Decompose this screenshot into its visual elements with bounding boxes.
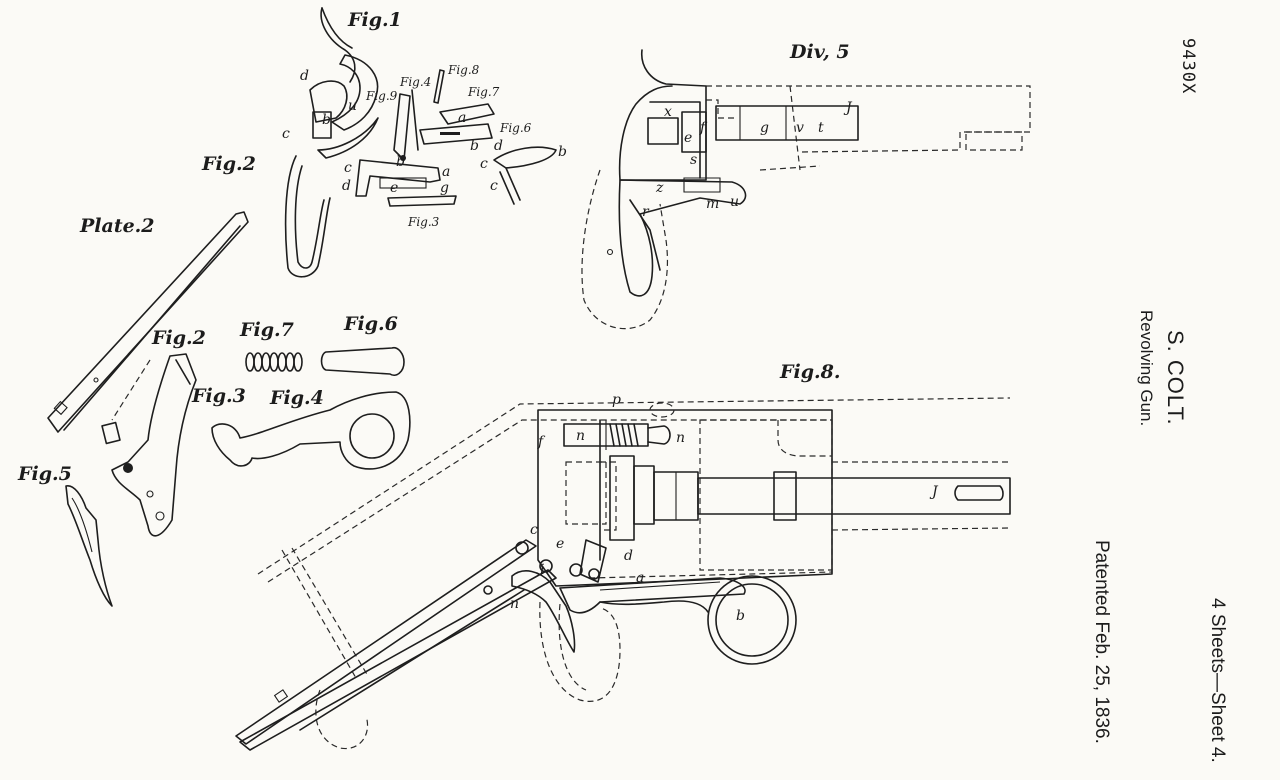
letter-m-div5: m [706,196,719,212]
letter-n-fig8: n [576,428,585,444]
letter-u-div5: u [730,194,739,210]
p2-fig6-label: Fig.6 [343,313,398,335]
letter-z-div5: z [655,180,664,196]
letter-n-fig8b: n [676,430,685,446]
inventor-name: S. COLT. [1163,330,1188,426]
letter-x-div5: x [664,104,672,120]
fig8-small-label: Fig.8 [447,63,480,77]
letter-d-fig3: d [342,178,351,194]
big-fig8-label: Fig.8. [779,361,840,383]
fig8-group: Fig.8. p n n f [235,361,1011,751]
fig1-group: Fig.1 d c b u [282,7,402,159]
plate2-group: Plate.2 Fig.2 Fig.3 Fig.7 Fig.6 Fig. [47,211,411,537]
letter-b-fig8: b [736,608,745,624]
letter-a-fig3: a [442,164,450,180]
fig7-small-group: Fig.7 a [439,85,500,126]
letter-j-fig8: J [929,484,939,500]
letter-c-fig6b: c [490,178,498,194]
fig4-small-label: Fig.4 [399,75,431,89]
letter-u-fig1: u [348,98,357,114]
fig7-small-label: Fig.7 [467,85,500,99]
letter-c-fig6: c [480,156,488,172]
fig3-small-label: Fig.3 [407,215,440,229]
fig6-small-group: Fig.6 b b d c c [419,121,567,205]
p2-fig7-label: Fig.7 [239,319,294,341]
letter-c-fig1: c [282,126,290,142]
letter-d-fig6: d [494,138,503,154]
patent-date: Patented Feb. 25, 1836. [1091,540,1112,744]
letter-b-fig6b: b [558,144,567,160]
fig2-small-group: Fig.2 [201,153,331,278]
letter-a-fig8: a [636,570,644,586]
letter-b-fig4: b [396,154,405,170]
letter-s-div5: s [690,152,697,168]
p2-fig2-label: Fig.2 [151,327,206,349]
patent-number: 9430X [1178,38,1198,95]
letter-a-fig7: a [458,110,466,126]
invention-title: Revolving Gun. [1137,310,1156,427]
sheet-count: 4 Sheets—Sheet 4. [1207,598,1228,763]
letter-r-div5: r [642,204,650,220]
letter-c-fig8: c [530,522,538,538]
letter-t-div5: t [818,120,824,136]
fig4-small-group: Fig.4 b [396,75,431,170]
letter-e-fig8: e [556,536,564,552]
div5-group: Div, 5 J g v t f x e s z r m u [581,41,1031,330]
p2-fig5-group: Fig.5 [17,463,113,607]
plate2-label: Plate.2 [79,215,155,237]
letter-p-fig8: p [612,392,621,408]
fig1-label: Fig.1 [347,9,402,31]
div5-label: Div, 5 [789,41,850,63]
letter-e-fig3: e [390,180,398,196]
p2-fig5-label: Fig.5 [17,463,72,485]
letter-g-div5: g [760,120,769,136]
letter-d-fig8: d [624,548,633,564]
p2-fig3-label: Fig.3 [191,385,246,407]
fig9-group: Fig.9 [365,89,411,161]
p2-fig4-label: Fig.4 [269,387,324,409]
letter-g-fig3: g [440,180,449,196]
spring-coil [245,352,303,372]
fig8-small-group: Fig.8 [433,63,480,104]
letter-b-fig6: b [470,138,479,154]
fig3-small-group: Fig.3 c d e a g [342,159,457,229]
fig2-small-label: Fig.2 [201,153,256,175]
letter-v-div5: v [796,120,804,136]
fig8-spring [609,423,639,447]
letter-f-fig8: f [537,434,546,450]
fig6-small-label: Fig.6 [499,121,532,135]
letter-d-fig1: d [300,68,309,84]
letter-j-div5: J [843,100,853,116]
letter-e-div5: e [684,130,692,146]
letter-b-fig1: b [322,112,331,128]
letter-f-div5: f [699,120,708,136]
letter-n-fig8c: n [510,596,519,612]
letter-c-fig3: c [344,160,352,176]
fig9-label: Fig.9 [365,89,398,103]
letter-i-fig8: i [540,562,544,578]
